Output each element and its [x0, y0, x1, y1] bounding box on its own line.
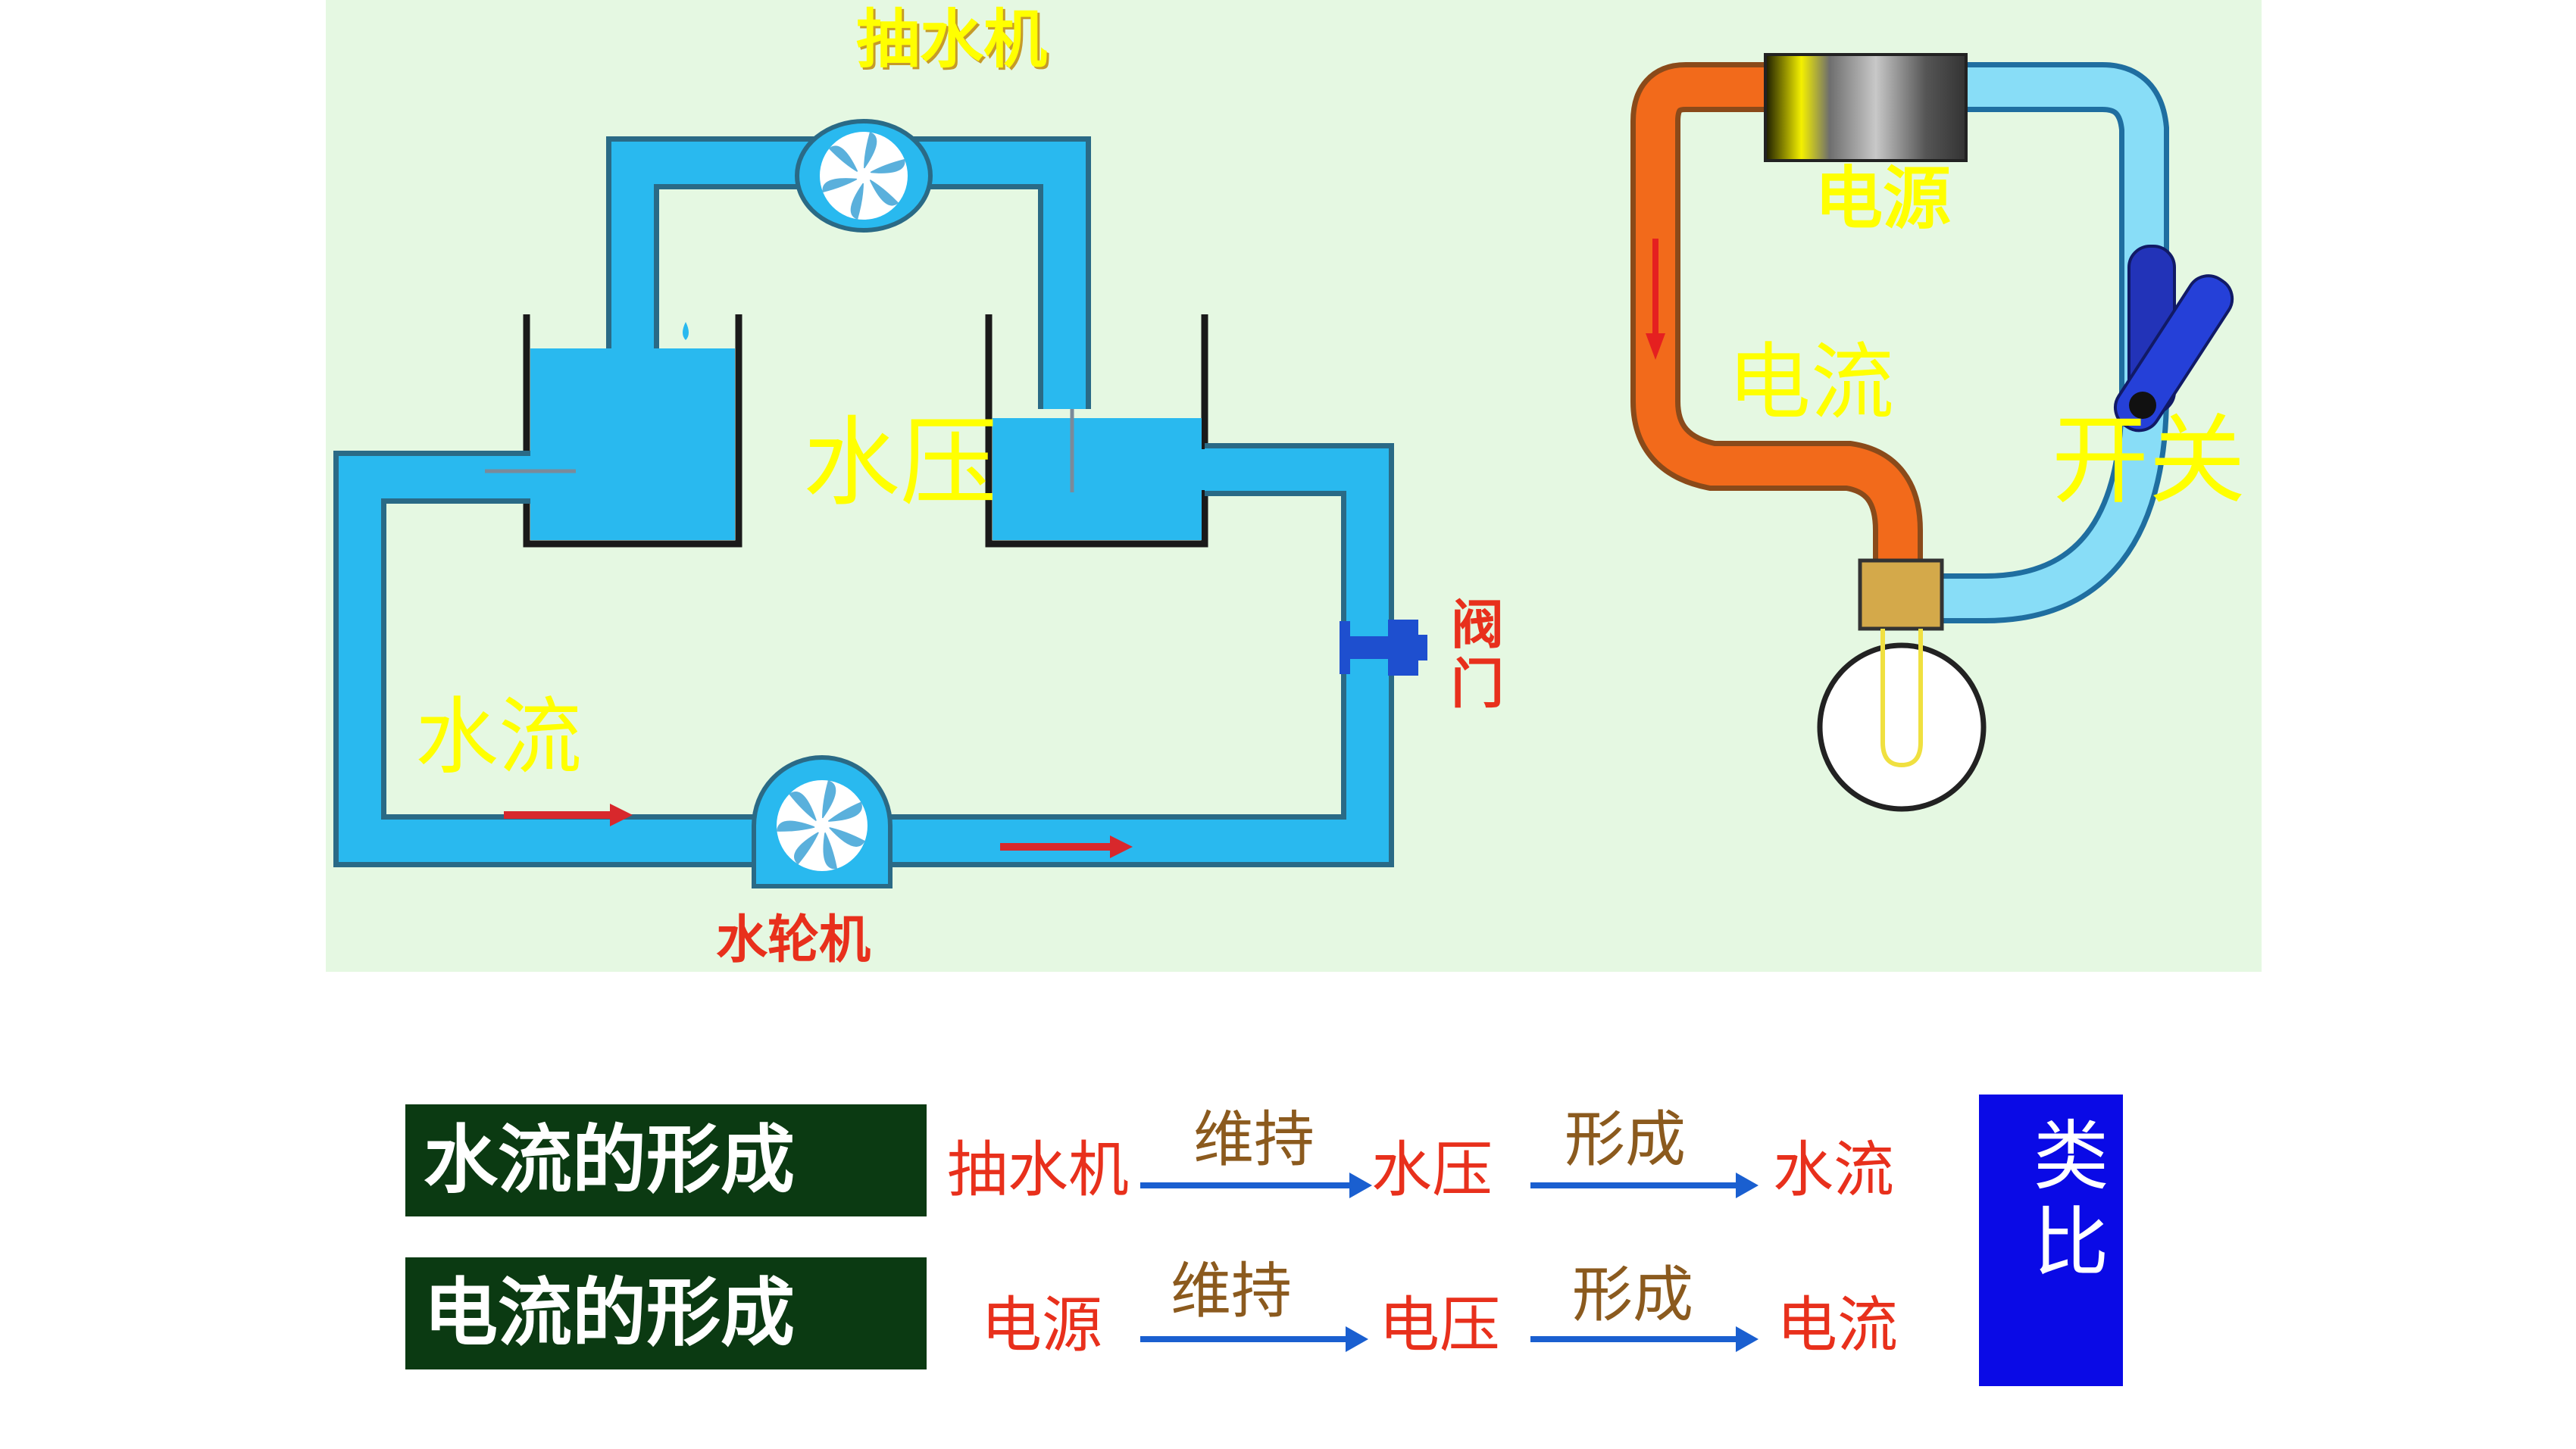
current-formation-title: 电流的形成 — [405, 1257, 927, 1369]
water-flow-label: 水流 — [415, 689, 582, 785]
row2-middle: 电压 — [1379, 1290, 1500, 1360]
circuit-analogy-diagram — [326, 0, 2262, 972]
lamp-bulb — [1817, 642, 1987, 812]
water-formation-title: 水流的形成 — [405, 1104, 927, 1216]
current-label: 电流 — [1727, 334, 1894, 431]
turbine-wheel — [752, 755, 893, 888]
turbine-label: 水轮机 — [716, 910, 871, 970]
row2-verb1: 维持 — [1171, 1256, 1292, 1326]
water-pressure-label: 水压 — [803, 407, 998, 520]
row1-result: 水流 — [1773, 1135, 1894, 1205]
row2-verb2: 形成 — [1572, 1260, 1693, 1330]
row2-source: 电源 — [981, 1290, 1102, 1360]
current-wire — [1636, 67, 1918, 591]
row1-arrow1 — [1140, 1173, 1372, 1198]
valve — [1340, 620, 1427, 676]
return-wire — [1932, 67, 2164, 618]
battery — [1764, 53, 1968, 162]
pump-label: 抽水机 — [856, 2, 1048, 77]
flow-arrow-2 — [1000, 835, 1133, 858]
flow-arrow-1 — [504, 804, 633, 826]
left-tank — [523, 314, 742, 548]
valve-label-char-1: 阀 — [1451, 594, 1504, 656]
row1-verb1: 维持 — [1193, 1104, 1315, 1175]
power-source-label: 电源 — [1815, 159, 1951, 239]
lamp-socket — [1858, 558, 1944, 631]
row1-arrow2 — [1530, 1173, 1758, 1198]
row1-middle: 水压 — [1371, 1135, 1493, 1205]
row1-source: 抽水机 — [947, 1135, 1129, 1205]
row1-verb2: 形成 — [1565, 1104, 1686, 1175]
current-arrow — [1646, 239, 1665, 360]
water-drop — [683, 322, 689, 340]
valve-label-char-2: 门 — [1451, 653, 1504, 715]
electric-circuit — [1630, 53, 2234, 812]
row2-arrow2 — [1530, 1326, 1758, 1352]
switch-lever — [2113, 245, 2234, 433]
row2-result: 电流 — [1777, 1290, 1898, 1360]
row2-arrow1 — [1140, 1326, 1368, 1352]
water-circuit — [333, 119, 1427, 888]
analogy-badge: 类比 — [1979, 1095, 2123, 1386]
pump-wheel — [795, 119, 933, 233]
right-tank — [985, 314, 1208, 548]
switch-label: 开关 — [2052, 404, 2246, 517]
analogy-label: 类比 — [2020, 1116, 2109, 1288]
